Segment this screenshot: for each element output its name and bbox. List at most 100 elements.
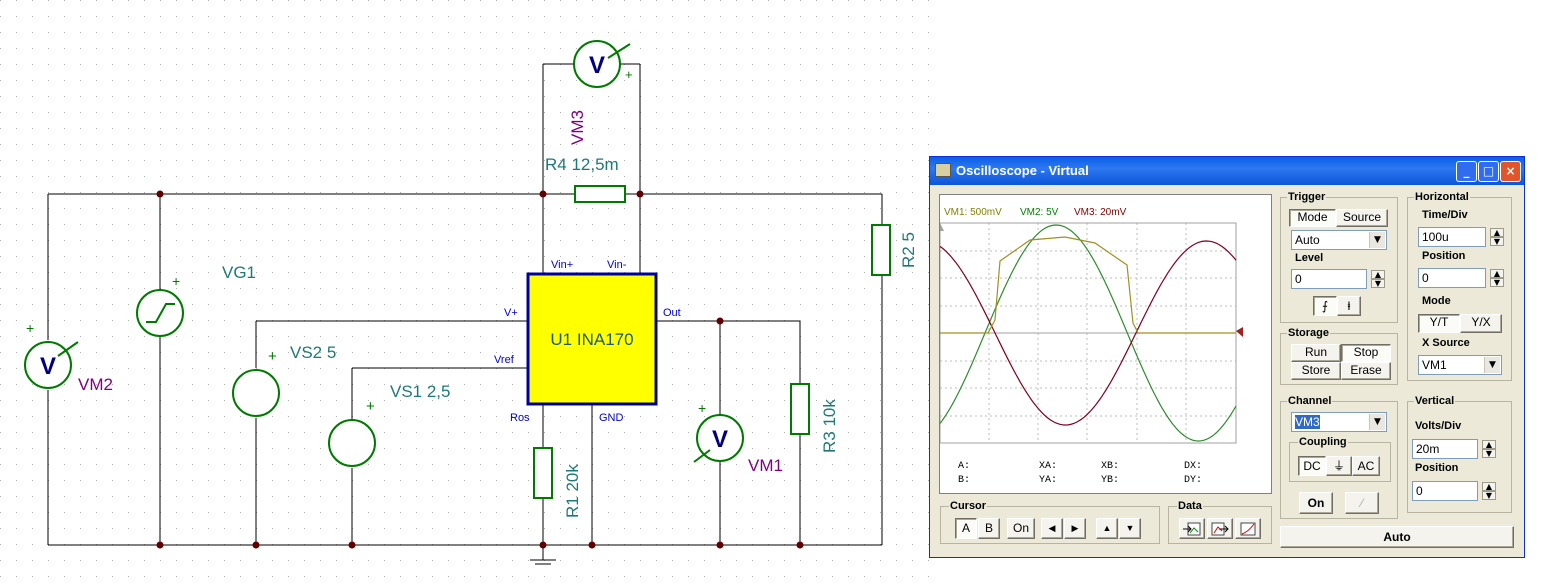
vm2-meter[interactable]: V + bbox=[24, 320, 79, 389]
time-div-label: Time/Div bbox=[1422, 209, 1468, 221]
spin-down-icon[interactable]: ▼ bbox=[1482, 491, 1496, 500]
r2-resistor[interactable] bbox=[871, 224, 891, 276]
data-group: Data bbox=[1168, 500, 1272, 544]
trigger-level-input[interactable]: 0 ▲ ▼ bbox=[1291, 269, 1385, 289]
vs1-source[interactable]: + bbox=[328, 398, 376, 467]
graph-icon[interactable] bbox=[1235, 518, 1261, 539]
cursor-up-icon[interactable]: ▲ bbox=[1096, 518, 1118, 539]
r4-label: R4 12,5m bbox=[545, 155, 619, 174]
spin-up-icon[interactable]: ▲ bbox=[1482, 482, 1496, 491]
r1-resistor[interactable] bbox=[533, 447, 553, 499]
spin-up-icon[interactable]: ▲ bbox=[1490, 228, 1504, 237]
legend-entry-1: VM2: 5V bbox=[1020, 207, 1059, 218]
x-source-select[interactable]: VM1 ▼ bbox=[1418, 355, 1502, 375]
svg-text:+: + bbox=[366, 398, 375, 415]
svg-text:+: + bbox=[625, 67, 633, 82]
vs2-source[interactable]: + bbox=[232, 348, 280, 417]
cursor-right-icon[interactable]: ▶ bbox=[1064, 518, 1086, 539]
channel-value: VM3 bbox=[1295, 415, 1320, 429]
v-position-input[interactable]: 0 ▲ ▼ bbox=[1412, 481, 1496, 501]
trigger-rising-edge-icon[interactable]: ⨍ bbox=[1313, 296, 1337, 316]
spin-up-icon[interactable]: ▲ bbox=[1490, 269, 1504, 278]
channel-select[interactable]: VM3 ▼ bbox=[1291, 412, 1387, 432]
svg-text:+: + bbox=[26, 320, 34, 336]
export-data-icon[interactable] bbox=[1207, 518, 1233, 539]
spin-down-icon[interactable]: ▼ bbox=[1482, 449, 1496, 458]
cursor-left-icon[interactable]: ◀ bbox=[1041, 518, 1063, 539]
waveform-display: VM1: 500mV VM2: 5V VM3: 20mV bbox=[940, 207, 1243, 444]
cursor-down-icon[interactable]: ▼ bbox=[1119, 518, 1141, 539]
cursor-b-button[interactable]: B bbox=[978, 518, 1000, 539]
trigger-level-label: Level bbox=[1295, 252, 1324, 264]
r3-label: R3 10k bbox=[820, 399, 839, 453]
cursor-on-button[interactable]: On bbox=[1007, 518, 1035, 539]
spin-down-icon[interactable]: ▼ bbox=[1371, 279, 1385, 288]
r4-resistor[interactable] bbox=[574, 185, 626, 203]
yx-mode-button[interactable]: Y/X bbox=[1460, 314, 1502, 333]
maximize-icon[interactable]: □ bbox=[1478, 161, 1499, 182]
trigger-source-button[interactable]: Source bbox=[1336, 209, 1388, 227]
stop-button[interactable]: Stop bbox=[1341, 344, 1391, 362]
volts-div-input[interactable]: 20m ▲ ▼ bbox=[1412, 439, 1496, 459]
horizontal-group: Horizontal Time/Div 100u ▲ ▼ Position 0 … bbox=[1407, 191, 1512, 381]
svg-text:V: V bbox=[589, 52, 605, 79]
r1-label: R1 20k bbox=[563, 464, 582, 518]
ground-coupling-icon[interactable]: ⏚ bbox=[1326, 456, 1352, 476]
h-position-input[interactable]: 0 ▲ ▼ bbox=[1418, 268, 1504, 288]
yb-readout: YB: bbox=[1101, 475, 1120, 486]
yt-mode-button[interactable]: Y/T bbox=[1418, 314, 1460, 333]
store-button[interactable]: Store bbox=[1291, 362, 1341, 380]
import-data-icon[interactable] bbox=[1179, 518, 1205, 539]
data-title: Data bbox=[1177, 500, 1203, 512]
channel-title: Channel bbox=[1287, 395, 1333, 407]
vg1-label: VG1 bbox=[222, 263, 256, 282]
trigger-mode-button[interactable]: Mode bbox=[1289, 209, 1336, 227]
vm3-label: VM3 bbox=[568, 110, 587, 145]
window-title: Oscilloscope - Virtual bbox=[956, 163, 1089, 178]
pen-icon[interactable]: ⁄ bbox=[1345, 492, 1379, 514]
chevron-down-icon[interactable]: ▼ bbox=[1369, 232, 1385, 248]
auto-button[interactable]: Auto bbox=[1280, 526, 1514, 548]
cursor-b-readout: B: bbox=[958, 475, 971, 486]
pin-vref: Vref bbox=[494, 354, 515, 366]
h-position-label: Position bbox=[1422, 250, 1466, 262]
chevron-down-icon[interactable]: ▼ bbox=[1484, 357, 1500, 373]
chevron-down-icon[interactable]: ▼ bbox=[1369, 414, 1385, 430]
trigger-mode-select[interactable]: Auto ▼ bbox=[1291, 230, 1387, 250]
cursor-title: Cursor bbox=[949, 500, 988, 512]
vg1-generator[interactable]: + bbox=[136, 273, 184, 337]
spin-up-icon[interactable]: ▲ bbox=[1371, 270, 1385, 279]
trigger-marker-icon bbox=[1236, 327, 1243, 337]
window-titlebar[interactable]: Oscilloscope - Virtual _ □ × bbox=[930, 157, 1524, 185]
trace-vm1 bbox=[940, 236, 1236, 334]
cursor-a-button[interactable]: A bbox=[955, 518, 977, 539]
vm3-meter[interactable]: V + bbox=[573, 40, 633, 88]
erase-button[interactable]: Erase bbox=[1341, 362, 1391, 380]
minimize-icon[interactable]: _ bbox=[1456, 161, 1477, 182]
junction-dots bbox=[156, 190, 804, 549]
ac-coupling-button[interactable]: AC bbox=[1352, 456, 1380, 476]
u1-ina170[interactable]: U1 INA170 bbox=[526, 272, 658, 406]
trace-vm3 bbox=[940, 240, 1237, 426]
dc-coupling-button[interactable]: DC bbox=[1298, 456, 1326, 476]
vm1-meter[interactable]: V + bbox=[693, 400, 744, 463]
trigger-falling-edge-icon[interactable]: ⱡ bbox=[1337, 296, 1361, 316]
vm1-label: VM1 bbox=[748, 456, 783, 475]
spin-up-icon[interactable]: ▲ bbox=[1482, 440, 1496, 449]
x-source-value: VM1 bbox=[1422, 358, 1447, 372]
spin-down-icon[interactable]: ▼ bbox=[1490, 237, 1504, 246]
trigger-mode-value: Auto bbox=[1295, 233, 1320, 247]
close-icon[interactable]: × bbox=[1500, 161, 1521, 182]
time-div-input[interactable]: 100u ▲ ▼ bbox=[1418, 227, 1504, 247]
legend-entry-0: VM1: 500mV bbox=[944, 207, 1002, 218]
horizontal-title: Horizontal bbox=[1414, 191, 1470, 203]
dx-readout: DX: bbox=[1184, 461, 1203, 472]
channel-on-button[interactable]: On bbox=[1299, 492, 1333, 514]
spin-down-icon[interactable]: ▼ bbox=[1490, 278, 1504, 287]
r3-resistor[interactable] bbox=[790, 383, 810, 435]
legend-entry-2: VM3: 20mV bbox=[1074, 207, 1127, 218]
v-position-label: Position bbox=[1415, 462, 1459, 474]
run-button[interactable]: Run bbox=[1291, 344, 1341, 362]
volts-div-label: Volts/Div bbox=[1415, 420, 1462, 432]
